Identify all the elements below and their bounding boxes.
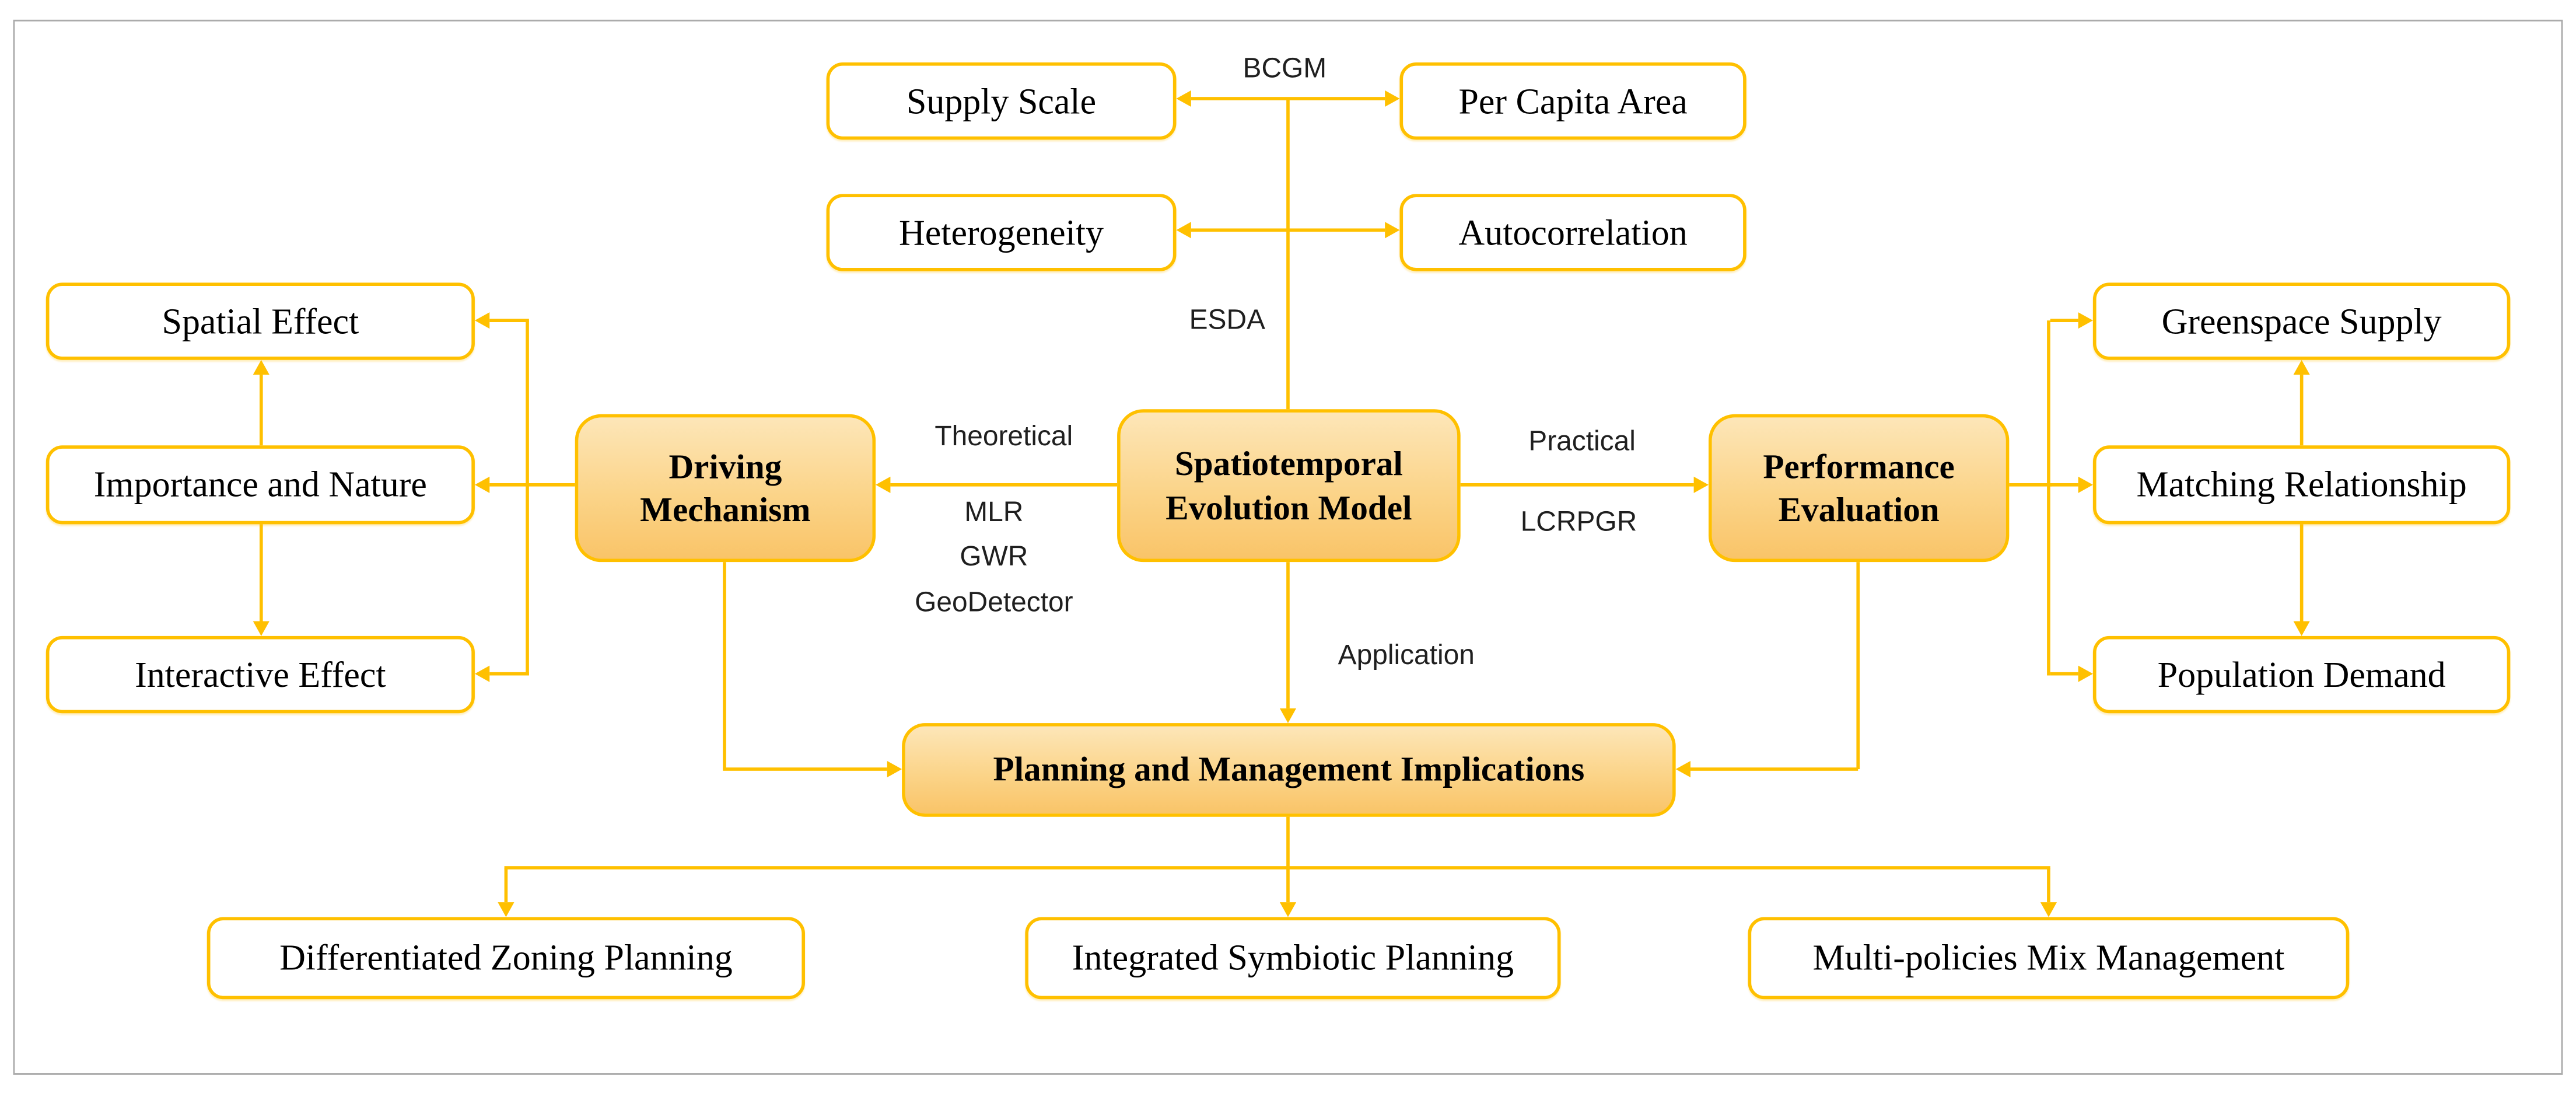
connector-driving-down: [723, 562, 726, 770]
connector-driving-left-feed: [527, 483, 575, 487]
connector-model-performance: [1460, 483, 1694, 487]
node-planning-management-implications: Planning and Management Implications: [902, 723, 1676, 817]
node-heterogeneity: Heterogeneity: [826, 194, 1177, 271]
connector-matching-greenspace: [2300, 375, 2304, 446]
arrowhead-trunk-interactive: [474, 665, 490, 682]
connector-performance-down: [1856, 562, 1860, 770]
label-lcrpgr: LCRPGR: [1520, 506, 1637, 537]
arrowhead-trunk-importance: [474, 476, 490, 493]
arrowhead-trunk-population: [2078, 665, 2093, 682]
arrowhead-trunk-matching: [2078, 476, 2093, 493]
connector-model-top-stem: [1286, 98, 1290, 410]
label-practical: Practical: [1528, 425, 1636, 457]
arrowhead-trunk-greenspace: [2078, 312, 2093, 329]
arrowhead-into-planning-right: [1675, 760, 1690, 778]
connector-driving-planning: [723, 767, 887, 771]
arrowhead-into-autocorrelation: [1385, 222, 1400, 239]
connector-drop-integrated: [1286, 868, 1290, 903]
connector-importance-spatial: [259, 375, 263, 446]
node-multi-policies-mix-management: Multi-policies Mix Management: [1748, 917, 2350, 1000]
node-spatiotemporal-evolution-model: Spatiotemporal Evolution Model: [1117, 409, 1461, 563]
arrowhead-into-per-capita-area: [1385, 90, 1400, 107]
connector-right-trunk: [2047, 320, 2050, 676]
node-importance-and-nature: Importance and Nature: [46, 445, 475, 525]
arrowhead-into-interactive-effect: [253, 621, 270, 636]
arrowhead-into-population-demand: [2293, 621, 2310, 636]
connector-trunk-interactive: [489, 672, 529, 676]
arrowhead-into-performance-evaluation: [1693, 476, 1709, 493]
connector-trunk-spatial: [489, 319, 529, 322]
connector-model-planning: [1286, 562, 1290, 708]
node-greenspace-supply: Greenspace Supply: [2092, 282, 2511, 360]
node-differentiated-zoning-planning: Differentiated Zoning Planning: [206, 917, 805, 1000]
node-interactive-effect: Interactive Effect: [46, 635, 475, 714]
node-performance-evaluation: Performance Evaluation: [1708, 414, 2010, 563]
connector-drop-multipolicies: [2047, 868, 2050, 903]
connector-planning-down: [1286, 816, 1290, 869]
label-geodetector: GeoDetector: [915, 586, 1073, 618]
arrowhead-into-integrated: [1279, 902, 1297, 917]
connector-matching-population: [2300, 524, 2304, 621]
connector-trunk-greenspace: [2050, 319, 2078, 322]
node-autocorrelation: Autocorrelation: [1399, 194, 1746, 271]
label-gwr: GWR: [960, 540, 1028, 572]
node-population-demand: Population Demand: [2092, 635, 2511, 714]
arrowhead-into-spatial-effect: [253, 359, 270, 375]
node-matching-relationship: Matching Relationship: [2092, 445, 2511, 525]
node-supply-scale: Supply Scale: [826, 62, 1177, 140]
node-integrated-symbiotic-planning: Integrated Symbiotic Planning: [1025, 917, 1561, 1000]
arrowhead-into-driving-mechanism: [876, 476, 891, 493]
arrowhead-into-heterogeneity: [1176, 222, 1191, 239]
connector-trunk-importance: [489, 483, 529, 487]
label-application: Application: [1338, 639, 1475, 671]
arrowhead-into-planning-left: [887, 760, 902, 778]
connector-performance-planning: [1690, 767, 1859, 771]
connector-distribution-bar: [504, 866, 2050, 869]
node-spatial-effect: Spatial Effect: [46, 282, 475, 360]
connector-model-driving: [890, 483, 1118, 487]
connector-performance-right-feed: [2009, 483, 2052, 487]
arrowhead-into-differentiated: [498, 902, 514, 917]
connector-trunk-matching: [2050, 483, 2078, 487]
node-driving-mechanism: Driving Mechanism: [575, 414, 876, 563]
connector-trunk-population: [2050, 672, 2078, 676]
label-mlr: MLR: [964, 496, 1024, 528]
label-esda: ESDA: [1189, 304, 1265, 336]
arrowhead-into-planning-top: [1279, 708, 1297, 724]
node-per-capita-area: Per Capita Area: [1399, 62, 1746, 140]
connector-importance-interactive: [259, 524, 263, 621]
label-bcgm: BCGM: [1242, 53, 1327, 84]
arrowhead-into-multipolicies: [2040, 902, 2057, 917]
arrowhead-into-greenspace-supply: [2293, 359, 2310, 375]
label-theoretical: Theoretical: [935, 420, 1073, 452]
connector-left-trunk: [526, 320, 529, 676]
arrowhead-into-supply-scale: [1176, 90, 1191, 107]
connector-drop-differentiated: [504, 868, 508, 903]
arrowhead-trunk-spatial: [474, 312, 490, 329]
